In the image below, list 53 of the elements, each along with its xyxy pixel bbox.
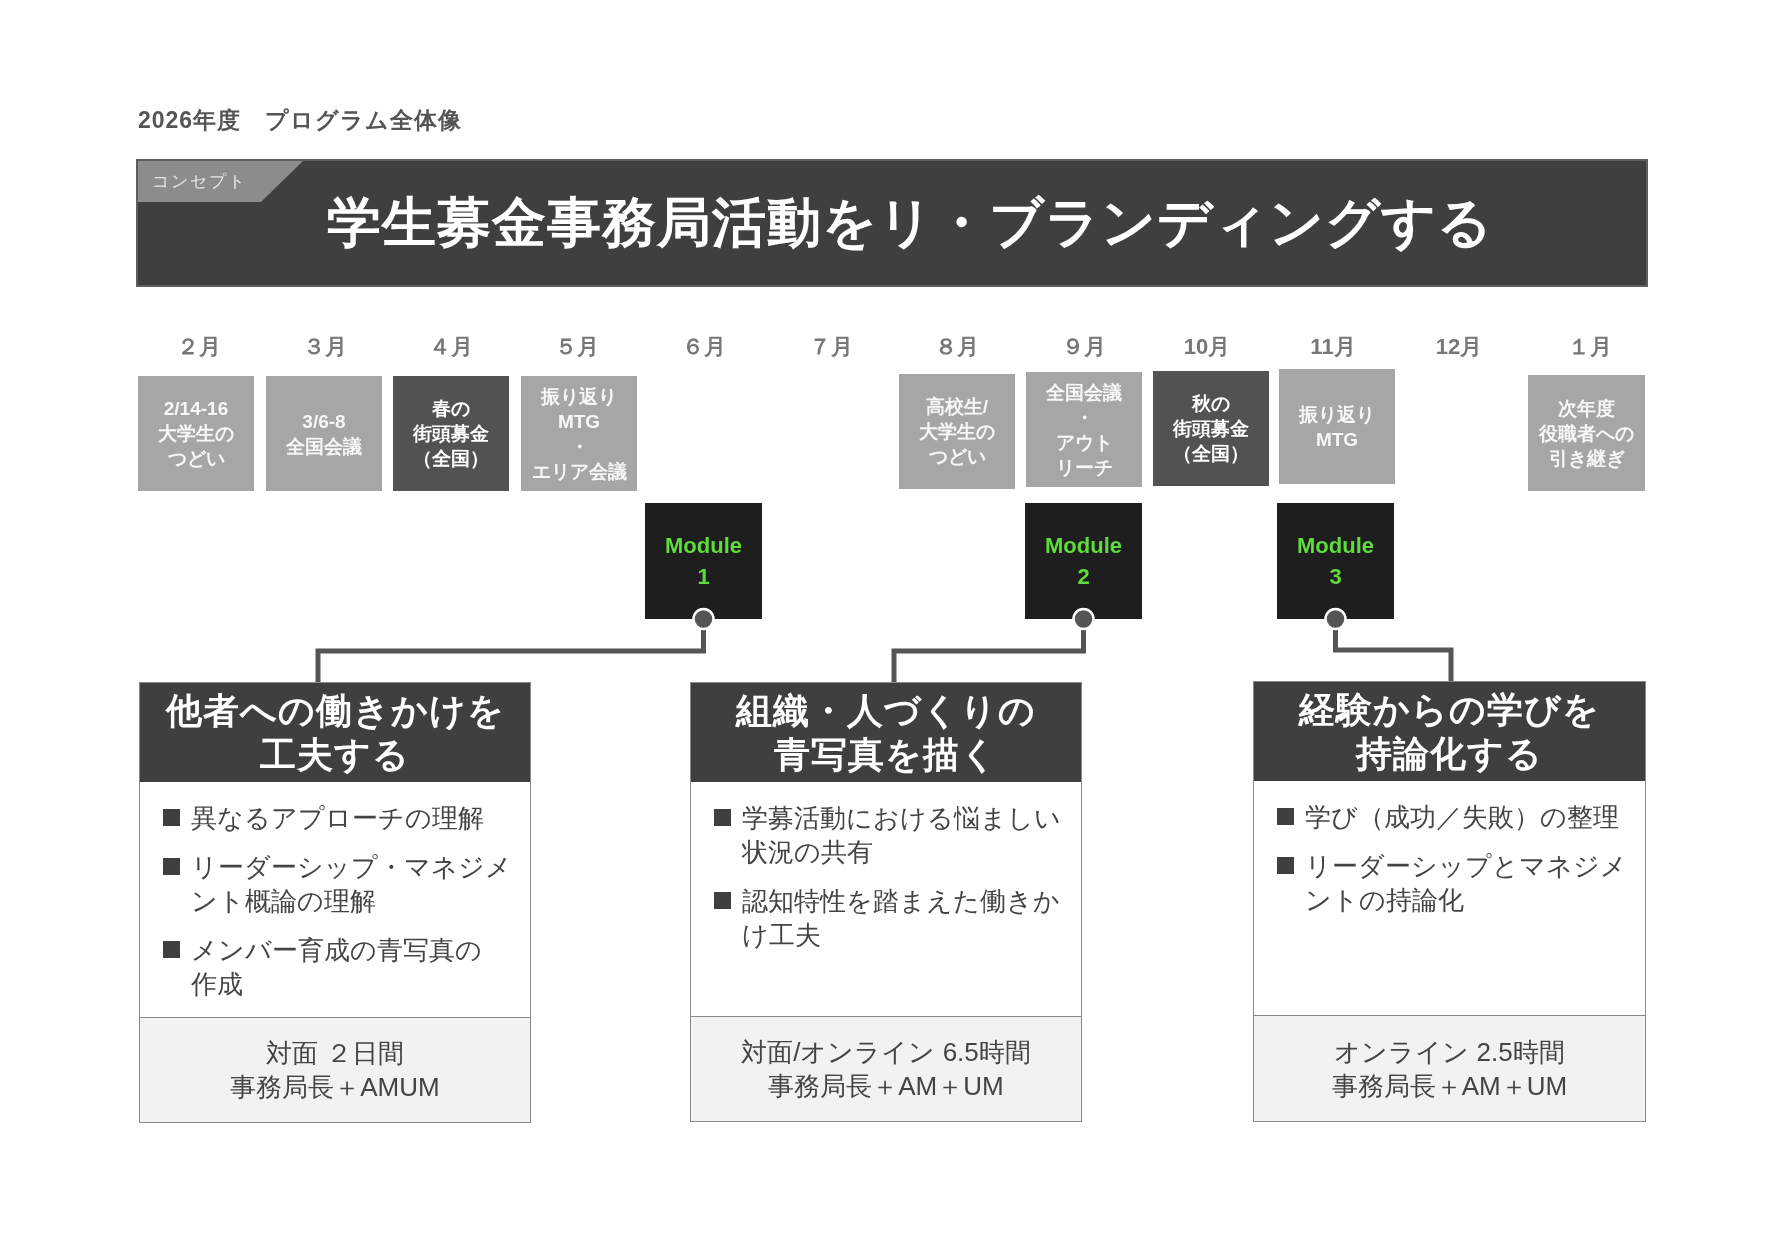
bullet-text: 学募活動における悩ましい状況の共有 — [742, 802, 1061, 869]
footer-box — [1254, 1015, 1645, 1121]
month-label: ４月 — [429, 333, 473, 361]
page-title: 2026年度 プログラム全体像 — [138, 106, 463, 134]
module-box: Module 3 — [1277, 503, 1394, 619]
month-label: ３月 — [303, 333, 347, 361]
event-box: 春の街頭募金（全国） — [393, 376, 509, 491]
concept-tab: コンセプト — [138, 161, 303, 202]
event-box: 高校生/大学生のつどい — [899, 374, 1015, 489]
connector — [1324, 607, 1454, 681]
event-box: 振り返りMTG・エリア会議 — [521, 376, 637, 491]
footer-text: 事務局長＋AM＋UM — [768, 1070, 1004, 1103]
event-box: 秋の街頭募金（全国） — [1153, 371, 1269, 486]
footer-text: 対面 ２日間 — [266, 1037, 404, 1070]
month-label: 12月 — [1435, 333, 1483, 361]
month-label: ７月 — [809, 333, 853, 361]
concept-banner — [136, 159, 1648, 287]
bullet-text: リーダーシップとマネジメントの持論化 — [1305, 850, 1627, 917]
footer-box — [140, 1017, 530, 1122]
panel-heading: 経験からの学びを持論化する — [1254, 682, 1645, 781]
bullet-text: 学び（成功／失敗）の整理 — [1305, 801, 1619, 834]
month-label: 11月 — [1310, 333, 1356, 361]
connector — [315, 607, 715, 682]
event-box: 振り返りMTG — [1279, 369, 1395, 484]
bullet-text: 認知特性を踏まえた働きかけ工夫 — [742, 885, 1060, 952]
module-box: Module 1 — [645, 503, 762, 619]
footer-text: 対面/オンライン 6.5時間 — [741, 1036, 1031, 1069]
footer-text: 事務局長＋AMUM — [230, 1071, 440, 1104]
bullet-text: 異なるアプローチの理解 — [191, 802, 484, 835]
event-box: 全国会議・アウトリーチ — [1026, 372, 1142, 487]
footer-text: オンライン 2.5時間 — [1334, 1035, 1565, 1069]
bullet-text: メンバー育成の青写真の作成 — [191, 934, 482, 1001]
bullet-text: リーダーシップ・マネジメント概論の理解 — [191, 851, 512, 918]
footer-box — [691, 1016, 1081, 1121]
panel-heading: 他者への働きかけを工夫する — [140, 683, 530, 782]
month-label: ６月 — [682, 333, 726, 361]
module-panel — [139, 682, 531, 1123]
module-panel — [690, 682, 1082, 1122]
panel-heading: 組織・人づくりの青写真を描く — [691, 683, 1081, 782]
month-label: ９月 — [1062, 333, 1106, 361]
month-label: １月 — [1568, 333, 1612, 361]
footer-text: 事務局長＋AM＋UM — [1331, 1069, 1568, 1103]
month-label: 10月 — [1183, 333, 1231, 361]
month-label: ８月 — [935, 333, 979, 361]
module-panel — [1253, 681, 1646, 1122]
concept-title: 学生募金事務局活動をリ・ブランディングする — [327, 191, 1493, 254]
event-box: 2/14-16大学生のつどい — [138, 376, 254, 491]
module-box: Module 2 — [1025, 503, 1142, 619]
event-box: 3/6-8全国会議 — [266, 376, 382, 491]
event-box: 次年度役職者への引き継ぎ — [1528, 375, 1645, 491]
month-label: ２月 — [177, 333, 221, 361]
connector — [891, 607, 1095, 682]
month-label: ５月 — [555, 333, 599, 361]
